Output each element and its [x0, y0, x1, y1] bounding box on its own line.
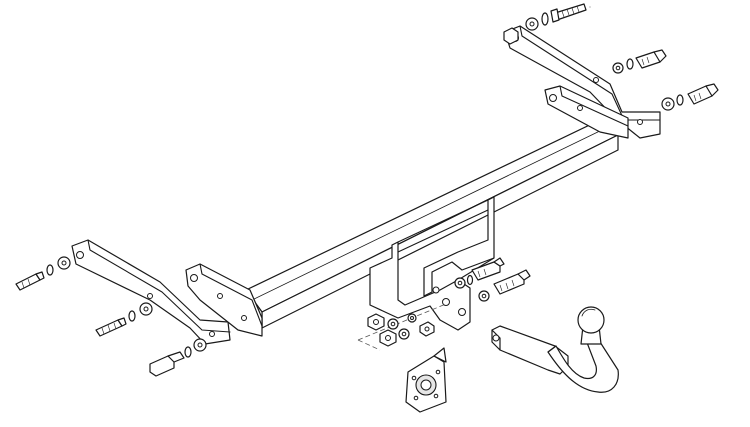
fastener-set-center-bolts	[455, 258, 530, 301]
fastener-set-center-nuts	[358, 304, 446, 350]
left-inner-plate	[186, 264, 262, 336]
fastener-set-top-right-3	[662, 84, 718, 110]
electrical-socket-plate	[406, 348, 446, 412]
right-inner-plate	[545, 86, 628, 138]
fastener-set-left-3	[150, 339, 206, 376]
towbar-mounting-bracket	[370, 197, 494, 330]
fastener-set-top-right-2	[613, 50, 666, 73]
tow-ball-neck	[492, 326, 618, 392]
left-side-bracket	[72, 240, 230, 344]
tow-ball	[578, 307, 604, 333]
fastener-set-left-1	[16, 257, 70, 290]
fastener-set-top-right-1	[504, 4, 590, 44]
fastener-set-left-2	[96, 303, 152, 336]
